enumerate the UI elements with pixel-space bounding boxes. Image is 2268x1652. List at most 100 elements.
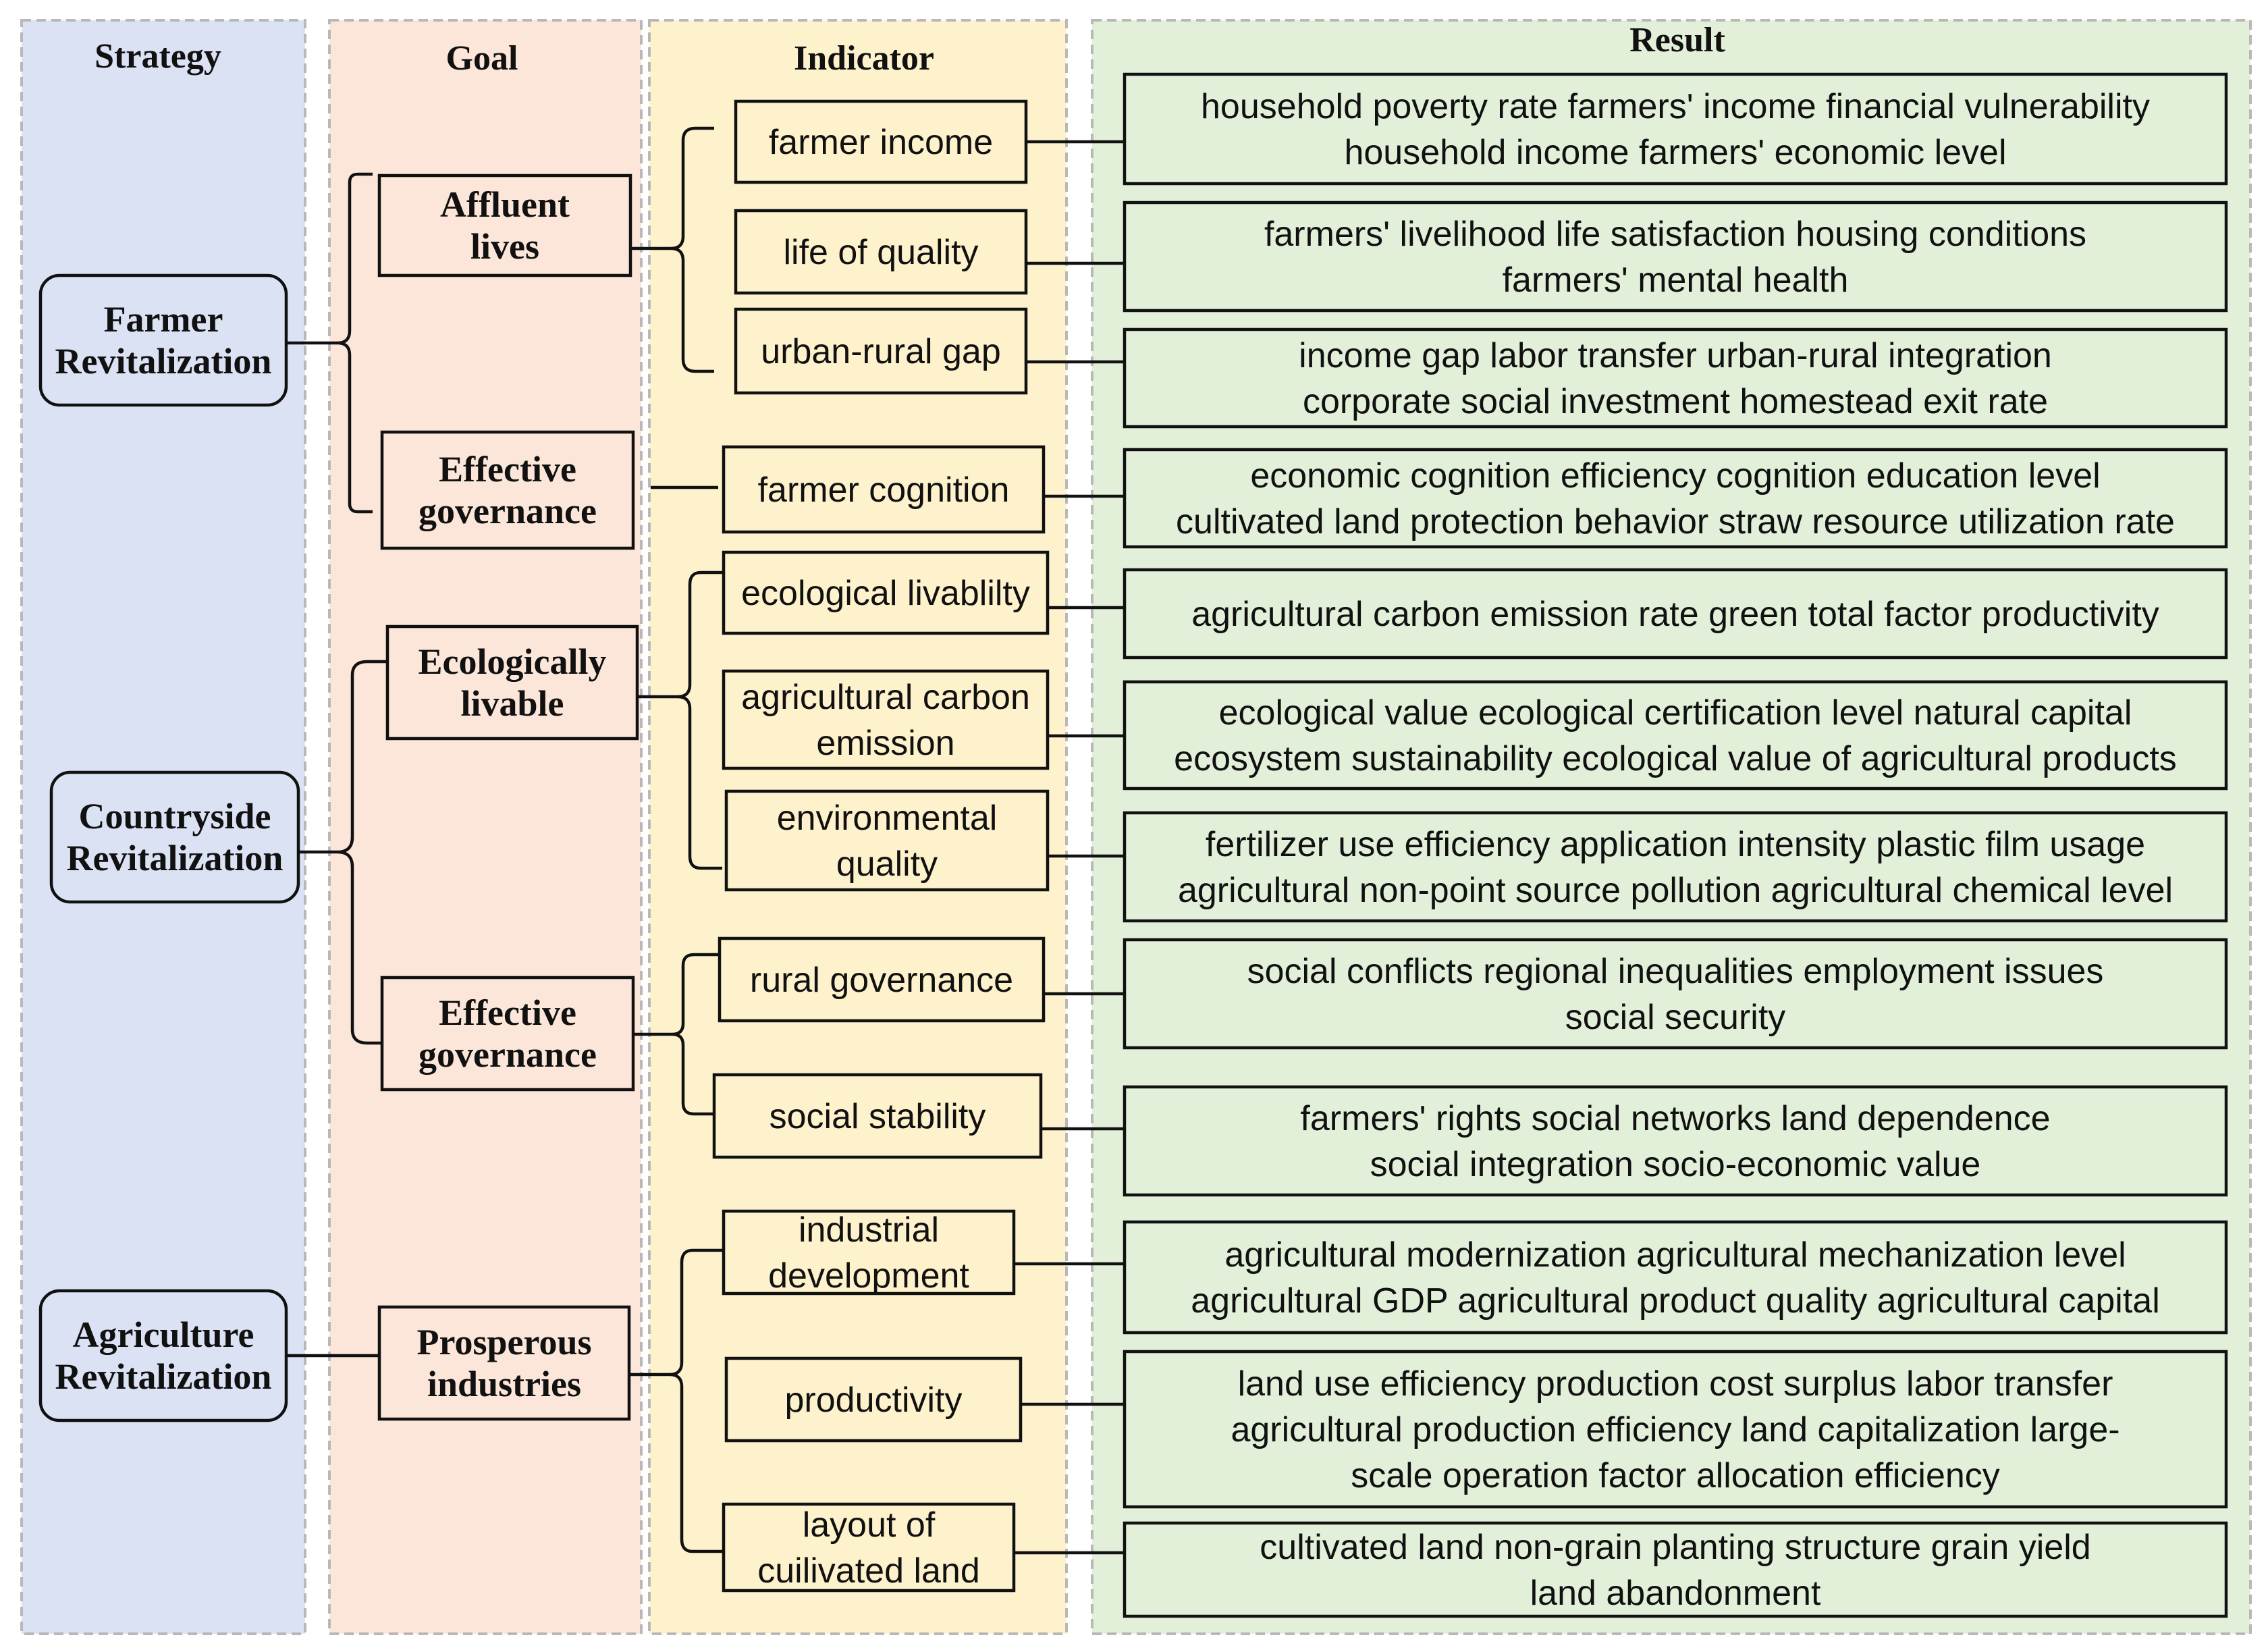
result-label: ecosystem sustainability ecological valu…: [1174, 739, 2177, 778]
result-label: agricultural modernization agricultural …: [1224, 1235, 2126, 1275]
indicator-header: Indicator: [794, 39, 934, 78]
result-box: [1123, 1350, 2228, 1509]
indicator-label: emission: [816, 724, 954, 763]
goal-label: Affluent: [440, 184, 570, 225]
result-label: social security: [1565, 998, 1786, 1037]
result-label: agricultural production efficiency land …: [1231, 1410, 2120, 1449]
result-node: economic cognition efficiency cognition …: [1123, 448, 2228, 549]
goal-label: Effective: [439, 449, 576, 489]
result-node: land use efficiency production cost surp…: [1123, 1350, 2228, 1509]
result-box: [1123, 327, 2228, 429]
goal-label: Effective: [439, 992, 576, 1033]
indicator-node: social stability: [712, 1073, 1043, 1159]
result-label: household income farmers' economic level: [1344, 133, 2006, 172]
indicator-label: agricultural carbon: [741, 678, 1030, 717]
indicator-box: [718, 936, 1046, 1023]
indicator-label: life of quality: [783, 233, 978, 272]
result-node: household poverty rate farmers' income f…: [1123, 72, 2228, 186]
result-label: agricultural GDP agricultural product qu…: [1191, 1281, 2160, 1321]
result-label: fertilizer use efficiency application in…: [1206, 825, 2145, 864]
result-label: land use efficiency production cost surp…: [1238, 1364, 2113, 1404]
indicator-label: productivity: [785, 1381, 963, 1420]
result-box: [1123, 938, 2228, 1050]
strategy-label: Countryside: [78, 796, 271, 836]
result-header: Result: [1629, 21, 1725, 59]
strategy-box: [38, 1289, 288, 1422]
result-label: social integration socio-economic value: [1370, 1145, 1981, 1184]
result-label: ecological value ecological certificatio…: [1219, 693, 2132, 732]
indicator-box: [722, 550, 1050, 635]
result-box: [1123, 1220, 2228, 1335]
indicator-node: life of quality: [734, 209, 1028, 295]
result-label: agricultural carbon emission rate green …: [1191, 595, 2159, 634]
indicator-node: rural governance: [718, 936, 1046, 1023]
indicator-box: [724, 1356, 1023, 1443]
indicator-label: urban-rural gap: [761, 332, 1001, 371]
result-node: social conflicts regional inequalities e…: [1123, 938, 2228, 1050]
result-box: [1123, 1521, 2228, 1618]
result-node: farmers' rights social networks land dep…: [1123, 1085, 2228, 1197]
result-column: [1091, 19, 2252, 1635]
goal-box: [385, 624, 639, 741]
result-box: [1123, 568, 2228, 660]
goal-header: Goal: [446, 39, 518, 78]
result-box: [1123, 1085, 2228, 1197]
result-label: household poverty rate farmers' income f…: [1201, 87, 2150, 126]
strategy-header: Strategy: [94, 37, 221, 76]
result-box: [1123, 448, 2228, 549]
indicator-node: farmer income: [734, 99, 1028, 184]
result-label: income gap labor transfer urban-rural in…: [1299, 336, 2052, 375]
result-node: farmers' livelihood life satisfaction ho…: [1123, 201, 2228, 313]
result-label: land abandonment: [1530, 1574, 1821, 1613]
result-label: agricultural non-point source pollution …: [1178, 871, 2173, 910]
indicator-label: layout of: [803, 1506, 936, 1545]
indicator-node: ecological livablilty: [722, 550, 1050, 635]
goal-boxes: AffluentlivesEffectivegovernanceEcologic…: [377, 174, 639, 1421]
result-label: economic cognition efficiency cognition …: [1250, 456, 2100, 496]
indicator-box: [722, 445, 1046, 534]
indicator-box: [734, 99, 1028, 184]
indicator-label: quality: [836, 845, 938, 884]
result-node: agricultural modernization agricultural …: [1123, 1220, 2228, 1335]
goal-box: [377, 1305, 631, 1421]
result-box: [1123, 811, 2228, 923]
indicator-node: productivity: [724, 1356, 1023, 1443]
goal-box: [377, 174, 632, 277]
result-node: cultivated land non-grain planting struc…: [1123, 1521, 2228, 1618]
goal-label: Ecologically: [418, 641, 607, 682]
result-node: agricultural carbon emission rate green …: [1123, 568, 2228, 660]
result-label: cultivated land non-grain planting struc…: [1260, 1528, 2090, 1567]
result-label: farmers' mental health: [1503, 261, 1849, 300]
result-node: fertilizer use efficiency application in…: [1123, 811, 2228, 923]
result-label: farmers' livelihood life satisfaction ho…: [1264, 215, 2086, 254]
indicator-result-connectors: [1014, 140, 1125, 1555]
goal-label: governance: [418, 1034, 597, 1075]
indicator-column: [648, 19, 1068, 1635]
strategy-label: Revitalization: [55, 1356, 272, 1397]
indicator-label: farmer cognition: [758, 471, 1010, 510]
indicator-box: [722, 1209, 1016, 1296]
result-box: [1123, 72, 2228, 186]
result-label: farmers' rights social networks land dep…: [1300, 1099, 2050, 1138]
indicator-boxes: farmer income life of quality urban-rural …: [712, 99, 1050, 1593]
indicator-node: farmer cognition: [722, 445, 1046, 534]
indicator-label: industrial: [799, 1210, 939, 1250]
strategy-label: Farmer: [104, 299, 223, 340]
strategy-label: Agriculture: [73, 1314, 254, 1355]
indicator-label: farmer income: [769, 123, 993, 162]
goal-label: lives: [470, 226, 539, 267]
indicator-box: [712, 1073, 1043, 1159]
indicator-box: [734, 307, 1028, 395]
result-box: [1123, 201, 2228, 313]
indicator-label: ecological livablilty: [741, 574, 1030, 613]
strategy-label: Revitalization: [55, 341, 272, 381]
indicator-box: [724, 789, 1050, 892]
